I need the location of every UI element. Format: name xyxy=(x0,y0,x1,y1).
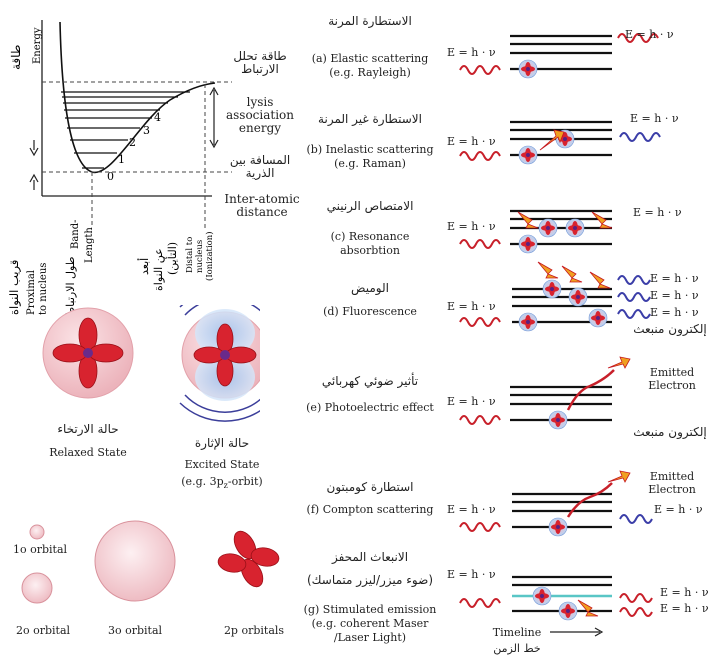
diagram-resonance xyxy=(459,209,613,254)
proximal-ar: قريب النواة xyxy=(7,260,21,315)
proximal-en-1: Proximal xyxy=(26,270,37,315)
diagram-compton xyxy=(459,470,653,537)
excited-en: Excited State xyxy=(184,458,260,471)
energy-label-g-out2: E = h · ν xyxy=(660,602,709,615)
orbitals xyxy=(21,520,280,604)
potential-curve xyxy=(59,21,216,174)
distal-en-1: Distal to xyxy=(185,237,195,273)
dissociation-en: lysis association energy xyxy=(225,95,295,135)
diagram-elastic xyxy=(459,33,659,79)
process-d-ar: الوميض xyxy=(351,281,389,295)
level-label-3: 3 xyxy=(143,124,150,137)
diagram-inelastic xyxy=(459,120,661,165)
orbital-1o xyxy=(29,524,45,540)
excited-ar: حالة الإثارة xyxy=(194,436,250,450)
process-e-en1: (e) Photoelectric effect xyxy=(306,401,434,414)
diagram-fluorescence xyxy=(459,261,651,332)
y-label-en: Energy xyxy=(32,27,43,64)
process-f-en1: (f) Compton scattering xyxy=(306,503,434,516)
bond-ar: طول الارتباط xyxy=(64,256,77,317)
process-a-en2: (e.g. Rayleigh) xyxy=(329,66,411,79)
energy-label-d-out1: E = h · ν xyxy=(650,272,699,285)
energy-label-b-out: E = h · ν xyxy=(630,112,679,125)
level-label-4: 4 xyxy=(154,111,161,124)
energy-label-a-out: E = h · ν xyxy=(625,28,674,41)
process-g-en2: (e.g. coherent Maser xyxy=(311,617,429,630)
distal-en-2: nucleus xyxy=(195,240,205,273)
emitted-en-e: Emitted Electron xyxy=(648,366,696,392)
distal-ar-1: أبعد xyxy=(137,258,151,275)
orbital-2p xyxy=(217,530,280,588)
energy-label-e-in: E = h · ν xyxy=(447,395,496,408)
process-diagrams xyxy=(459,33,661,637)
energy-label-d-in: E = h · ν xyxy=(447,300,496,313)
emitted-ar-d: إلكترون منبعث xyxy=(633,322,707,336)
emitted-ar-e: إلكترون منبعث xyxy=(633,425,707,439)
distal-ar-3: (التأين) xyxy=(165,242,179,275)
axis-annotations: قريب النواة Proximal to nucleus Band- Le… xyxy=(7,219,215,317)
energy-label-d-out2: E = h · ν xyxy=(650,289,699,302)
orbital-3o-label: 3o orbital xyxy=(107,624,163,637)
level-label-1: 1 xyxy=(118,153,125,166)
distal-en-3: (Ionization) xyxy=(204,231,215,281)
distance-en: Inter-atomic distance xyxy=(224,192,300,219)
emitted-en-f: Emitted Electron xyxy=(648,470,696,496)
process-b-en2: (e.g. Raman) xyxy=(334,157,406,170)
vibrational-levels xyxy=(61,91,190,169)
dissociation-ar: طاقة تحلل الارتباط xyxy=(233,49,287,76)
energy-label-f-out: E = h · ν xyxy=(654,503,703,516)
energy-label-g-out1: E = h · ν xyxy=(660,586,709,599)
process-g-en1: (g) Stimulated emission xyxy=(303,603,437,616)
process-c-en2: absorbtion xyxy=(340,244,400,257)
y-label-ar: طاقة xyxy=(9,45,23,70)
excited-atom xyxy=(179,305,260,422)
energy-label-g-in: E = h · ν xyxy=(447,568,496,581)
energy-label-c-out: E = h · ν xyxy=(633,206,682,219)
orbital-3o xyxy=(94,520,176,602)
orbital-2o xyxy=(21,572,53,604)
energy-plot: 0 1 2 3 4 طاقة Energy xyxy=(9,20,232,230)
process-g-ar: الانبعاث المحفز xyxy=(331,550,409,564)
orbital-2p-label: 2p orbitals xyxy=(223,624,285,637)
process-a-en1: (a) Elastic scattering xyxy=(311,52,429,65)
proximal-en-2: to nucleus xyxy=(38,263,49,315)
relaxed-atom xyxy=(42,307,134,399)
process-g-ar2: (ضوء ميزر/ليزر متماسك) xyxy=(306,573,434,587)
process-e-ar: تأثير ضوئي كهربائي xyxy=(321,374,419,388)
diagram-photoelectric xyxy=(459,356,631,430)
distance-ar: المسافة بين الذرية xyxy=(229,153,291,180)
atom-states xyxy=(42,305,260,422)
level-label-0: 0 xyxy=(107,170,114,183)
process-a-ar: الاستطارة المرنة xyxy=(328,14,412,28)
process-d-en1: (d) Fluorescence xyxy=(323,305,417,318)
process-b-ar: الاستطارة غير المرنة xyxy=(318,112,422,126)
excited-example: (e.g. 3pz-orbit) xyxy=(181,475,263,491)
distal-ar-2: عن النواة xyxy=(152,248,165,291)
process-c-en1: (c) Resonance xyxy=(330,230,410,243)
diagram-stimulated xyxy=(459,575,653,637)
orbital-2o-label: 2o orbital xyxy=(15,624,71,637)
bond-en-2: Length xyxy=(84,227,95,263)
timeline-en: Timeline xyxy=(492,626,542,639)
process-c-ar: الامتصاص الرنيني xyxy=(326,199,414,213)
level-label-2: 2 xyxy=(129,136,136,149)
bond-en-1: Band- xyxy=(70,219,81,249)
process-f-ar: استطارة كومبتون xyxy=(326,480,414,494)
process-b-en1: (b) Inelastic scattering xyxy=(306,143,434,156)
energy-label-d-out3: E = h · ν xyxy=(650,306,699,319)
energy-label-b-in: E = h · ν xyxy=(447,135,496,148)
timeline-ar: خط الزمن xyxy=(493,642,541,655)
energy-label-a-in: E = h · ν xyxy=(447,46,496,59)
relaxed-ar: حالة الارتخاء xyxy=(57,422,119,436)
energy-label-f-in: E = h · ν xyxy=(447,503,496,516)
process-g-en3: /Laser Light) xyxy=(333,631,407,644)
orbital-1o-label: 1o orbital xyxy=(12,543,68,556)
energy-label-c-in: E = h · ν xyxy=(447,220,496,233)
relaxed-en: Relaxed State xyxy=(49,446,127,459)
